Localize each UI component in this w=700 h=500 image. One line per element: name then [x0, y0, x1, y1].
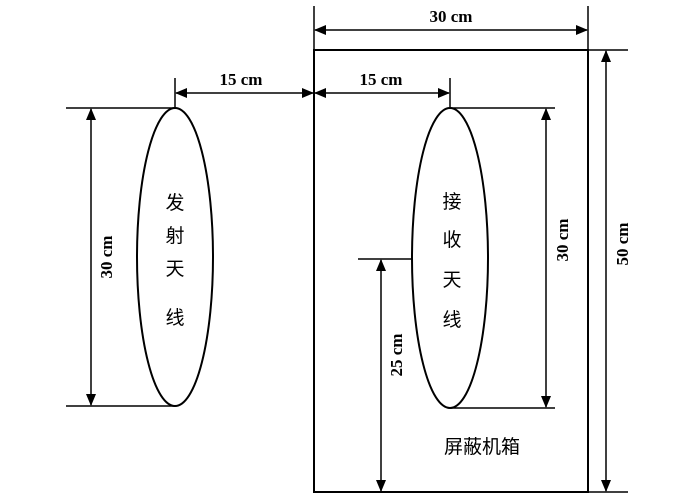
transmit-antenna [136, 107, 214, 407]
tx-char-2: 射 [165, 225, 184, 247]
shielding-box-label: 屏蔽机箱 [444, 436, 520, 458]
rx-gap-label: 15 cm [360, 70, 403, 89]
rx-char-3: 天 [442, 269, 461, 291]
rx-length-label: 30 cm [553, 219, 572, 262]
rx-char-2: 收 [442, 229, 461, 251]
box-height-label: 50 cm [613, 223, 632, 266]
tx-char-1: 发 [165, 192, 184, 214]
rx-char-1: 接 [442, 191, 461, 213]
receive-antenna [411, 107, 489, 409]
box-width-label: 30 cm [430, 7, 473, 26]
tx-char-3: 天 [165, 258, 184, 280]
tx-length-label: 30 cm [97, 236, 116, 279]
tx-gap-label: 15 cm [220, 70, 263, 89]
shielding-box [313, 49, 589, 493]
rx-char-4: 线 [442, 309, 461, 331]
tx-char-4: 线 [165, 307, 184, 329]
rx-height-label: 25 cm [387, 334, 406, 377]
